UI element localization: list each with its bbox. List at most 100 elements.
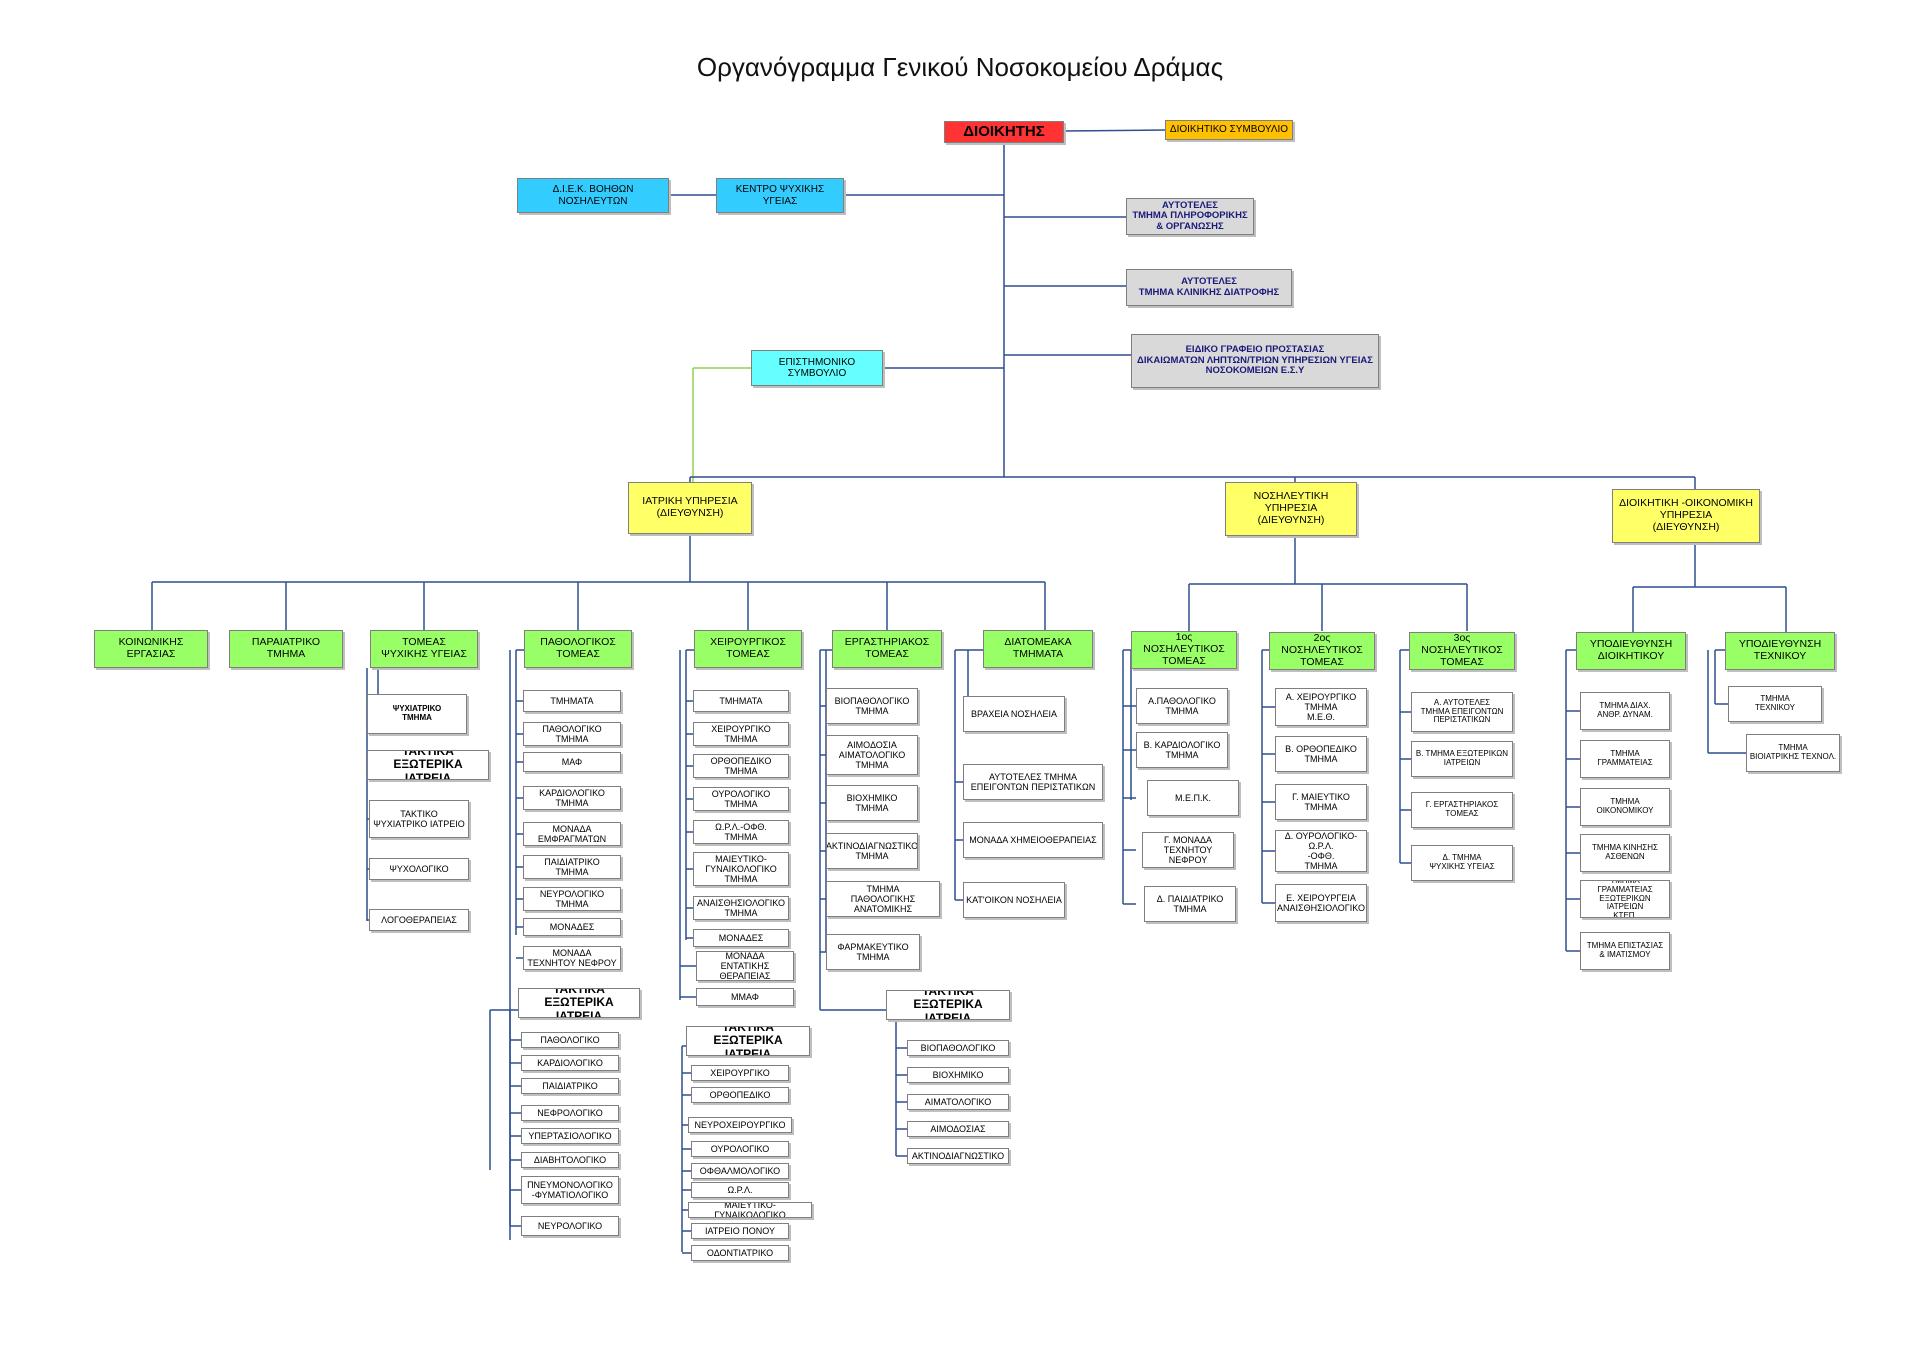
pathology-item[interactable]: ΜΟΝΑΔΑ ΤΕΧΝΗΤΟΥ ΝΕΦΡΟΥ — [523, 946, 621, 970]
pathology-outpatient-item[interactable]: ΠΑΙΔΙΑΤΡΙΚΟ — [521, 1078, 619, 1094]
nursing1-item[interactable]: Γ. ΜΟΝΑΔΑ ΤΕΧΝΗΤΟΥ ΝΕΦΡΟΥ — [1142, 832, 1234, 868]
admin-subdir-item[interactable]: ΤΜΗΜΑ ΓΡΑΜΜΑΤΕΙΑΣ ΕΞΩΤΕΡΙΚΩΝ ΙΑΤΡΕΙΩΝ ΚΤ… — [1580, 880, 1670, 918]
pathology-outpatient-item[interactable]: ΚΑΡΔΙΟΛΟΓΙΚΟ — [521, 1055, 619, 1071]
surgical-item[interactable]: ΧΕΙΡΟΥΡΓΙΚΟ ΤΜΗΜΑ — [693, 722, 789, 746]
nursing1-item[interactable]: Δ. ΠΑΙΔΙΑΤΡΙΚΟ ΤΜΗΜΑ — [1144, 886, 1236, 922]
surgical-item[interactable]: ΤΜΗΜΑΤΑ — [693, 690, 789, 712]
node-nursing-sector-2[interactable]: 2ος ΝΟΣΗΛΕΥΤΙΚΟΣ ΤΟΜΕΑΣ — [1269, 632, 1375, 670]
node-rights-protection-office[interactable]: ΕΙΔΙΚΟ ΓΡΑΦΕΙΟ ΠΡΟΣΤΑΣΙΑΣ ΔΙΚΑΙΩΜΑΤΩΝ ΛΗ… — [1131, 334, 1379, 388]
surgical-outpatient-item[interactable]: ΟΡΘΟΠΕΔΙΚΟ — [691, 1087, 789, 1103]
pathology-outpatient-item[interactable]: ΝΕΥΡΟΛΟΓΙΚΟ — [521, 1216, 619, 1236]
laboratory-item[interactable]: ΒΙΟΧΗΜΙΚΟ ΤΜΗΜΑ — [826, 785, 918, 821]
surgical-item[interactable]: Ω.Ρ.Λ.-ΟΦΘ. ΤΜΗΜΑ — [693, 820, 789, 844]
laboratory-outpatient-item[interactable]: ΑΚΤΙΝΟΔΙΑΓΝΩΣΤΙΚΟ — [907, 1148, 1009, 1164]
admin-subdir-item[interactable]: ΤΜΗΜΑ ΔΙΑΧ. ΑΝΘΡ. ΔΥΝΑΜ. — [1580, 692, 1670, 730]
laboratory-item[interactable]: ΑΚΤΙΝΟΔΙΑΓΝΩΣΤΙΚΟ ΤΜΗΜΑ — [826, 833, 918, 869]
surgical-item[interactable]: ΟΥΡΟΛΟΓΙΚΟ ΤΜΗΜΑ — [693, 787, 789, 811]
admin-subdir-item[interactable]: ΤΜΗΜΑ ΕΠΙΣΤΑΣΙΑΣ & ΙΜΑΤΙΣΜΟΥ — [1580, 932, 1670, 970]
nursing2-item[interactable]: Γ. ΜΑΙΕΥΤΙΚΟ ΤΜΗΜΑ — [1275, 784, 1367, 820]
surgical-item[interactable]: ΜΟΝΑΔΑ ΕΝΤΑΤΙΚΗΣ ΘΕΡΑΠΕΙΑΣ — [696, 951, 794, 981]
laboratory-outpatient-item[interactable]: ΑΙΜΟΔΟΣΙΑΣ — [907, 1121, 1009, 1137]
pathology-item[interactable]: ΠΑΘΟΛΟΓΙΚΟ ΤΜΗΜΑ — [523, 722, 621, 746]
intersectoral-item[interactable]: ΚΑΤ'ΟΙΚΟΝ ΝΟΣΗΛΕΙΑ — [963, 882, 1065, 918]
node-nursing-sector-3[interactable]: 3ος ΝΟΣΗΛΕΥΤΙΚΟΣ ΤΟΜΕΑΣ — [1409, 632, 1515, 670]
surgical-item[interactable]: ΜΑΙΕΥΤΙΚΟ- ΓΥΝΑΙΚΟΛΟΓΙΚΟ ΤΜΗΜΑ — [693, 852, 789, 886]
nursing2-item[interactable]: Ε. ΧΕΙΡΟΥΡΓΕΙΑ ΑΝΑΙΣΘΗΣΙΟΛΟΓΙΚΟ — [1275, 884, 1367, 922]
nursing1-item[interactable]: Β. ΚΑΡΔΙΟΛΟΓΙΚΟ ΤΜΗΜΑ — [1136, 732, 1228, 768]
nursing2-item[interactable]: Δ. ΟΥΡΟΛΟΓΙΚΟ-Ω.Ρ.Λ. -ΟΦΘ. ΤΜΗΜΑ — [1275, 830, 1367, 872]
surgical-item[interactable]: ΜΜΑΦ — [696, 988, 794, 1006]
laboratory-outpatient-item[interactable]: ΒΙΟΠΑΘΟΛΟΓΙΚΟ — [907, 1040, 1009, 1056]
node-medical-service[interactable]: ΙΑΤΡΙΚΗ ΥΠΗΡΕΣΙΑ (ΔΙΕΥΘΥΝΣΗ) — [628, 482, 752, 534]
nursing1-item[interactable]: Α.ΠΑΘΟΛΟΓΙΚΟ ΤΜΗΜΑ — [1136, 688, 1228, 724]
pathology-outpatient-item[interactable]: ΠΑΘΟΛΟΓΙΚΟ — [521, 1032, 619, 1048]
intersectoral-item[interactable]: ΑΥΤΟΤΕΛΕΣ ΤΜΗΜΑ ΕΠΕΙΓΟΝΤΩΝ ΠΕΡΙΣΤΑΤΙΚΩΝ — [963, 764, 1103, 800]
pathology-item[interactable]: ΤΜΗΜΑΤΑ — [523, 690, 621, 712]
intersectoral-item[interactable]: ΒΡΑΧΕΙΑ ΝΟΣΗΛΕΙΑ — [963, 696, 1065, 732]
surgical-outpatient-item[interactable]: ΝΕΥΡΟΧΕΙΡΟΥΡΓΙΚΟ — [688, 1117, 792, 1133]
node-mental-health-center[interactable]: ΚΕΝΤΡΟ ΨΥΧΙΚΗΣ ΥΓΕΙΑΣ — [716, 178, 844, 213]
laboratory-item[interactable]: ΑΙΜΟΔΟΣΙΑ ΑΙΜΑΤΟΛΟΓΙΚΟ ΤΜΗΜΑ — [826, 735, 918, 775]
node-nursing-service[interactable]: ΝΟΣΗΛΕΥΤΙΚΗ ΥΠΗΡΕΣΙΑ (ΔΙΕΥΘΥΝΣΗ) — [1225, 482, 1357, 536]
admin-subdir-item[interactable]: ΤΜΗΜΑ ΟΙΚΟΝΟΜΙΚΟΥ — [1580, 788, 1670, 826]
intersectoral-item[interactable]: ΜΟΝΑΔΑ ΧΗΜΕΙΟΘΕΡΑΠΕΙΑΣ — [963, 822, 1103, 858]
pathology-outpatient-item[interactable]: ΥΠΕΡΤΑΣΙΟΛΟΓΙΚΟ — [521, 1128, 619, 1144]
node-intersectoral-depts[interactable]: ΔΙΑΤΟΜΕΑΚΑ ΤΜΗΜΑΤΑ — [983, 630, 1093, 668]
node-psychiatric-dept[interactable]: ΨΥΧΙΑΤΡΙΚΟ ΤΜΗΜΑ — [367, 694, 467, 734]
pathology-item[interactable]: ΜΟΝΑΔΕΣ — [523, 918, 621, 936]
node-admin-finance-service[interactable]: ΔΙΟΙΚΗΤΙΚΗ -ΟΙΚΟΝΟΜΙΚΗ ΥΠΗΡΕΣΙΑ (ΔΙΕΥΘΥΝ… — [1612, 489, 1760, 543]
nursing3-item[interactable]: Γ. ΕΡΓΑΣΤΗΡΙΑΚΟΣ ΤΟΜΕΑΣ — [1411, 792, 1513, 828]
node-laboratory-sector[interactable]: ΕΡΓΑΣΤΗΡΙΑΚΟΣ ΤΟΜΕΑΣ — [832, 630, 942, 668]
pathology-item[interactable]: ΝΕΥΡΟΛΟΓΙΚΟ ΤΜΗΜΑ — [523, 887, 621, 911]
surgical-outpatient-item[interactable]: ΙΑΤΡΕΙΟ ΠΟΝΟΥ — [691, 1223, 789, 1239]
node-paramedical-dept[interactable]: ΠΑΡΑΙΑΤΡΙΚΟ ΤΜΗΜΑ — [229, 630, 343, 668]
surgical-outpatient-item[interactable]: Ω.Ρ.Λ. — [691, 1182, 789, 1198]
laboratory-outpatient-item[interactable]: ΑΙΜΑΤΟΛΟΓΙΚΟ — [907, 1094, 1009, 1110]
nursing2-item[interactable]: Β. ΟΡΘΟΠΕΔΙΚΟ ΤΜΗΜΑ — [1275, 736, 1367, 772]
node-nursing-sector-1[interactable]: 1ος ΝΟΣΗΛΕΥΤΙΚΟΣ ΤΟΜΕΑΣ — [1131, 631, 1237, 669]
node-diek[interactable]: Δ.Ι.Ε.Κ. ΒΟΗΘΩΝ ΝΟΣΗΛΕΥΤΩΝ — [517, 178, 669, 213]
nursing1-item[interactable]: Μ.Ε.Π.Κ. — [1147, 780, 1239, 816]
nursing3-item[interactable]: Β. ΤΜΗΜΑ ΕΞΩΤΕΡΙΚΩΝ ΙΑΤΡΕΙΩΝ — [1411, 741, 1513, 777]
pathology-outpatient-item[interactable]: ΠΝΕΥΜΟΝΟΛΟΓΙΚΟ -ΦΥΜΑΤΙΟΛΟΓΙΚΟ — [521, 1176, 619, 1204]
node-social-work[interactable]: ΚΟΙΝΩΝΙΚΗΣ ΕΡΓΑΣΙΑΣ — [94, 630, 208, 668]
surgical-item[interactable]: ΟΡΘΟΠΕΔΙΚΟ ΤΜΗΜΑ — [693, 754, 789, 778]
pathology-item[interactable]: ΜΟΝΑΔΑ ΕΜΦΡΑΓΜΑΤΩΝ — [523, 822, 621, 846]
surgical-outpatient-item[interactable]: ΟΥΡΟΛΟΓΙΚΟ — [691, 1141, 789, 1157]
mental-health-outpatient-item[interactable]: ΛΟΓΟΘΕΡΑΠΕΙΑΣ — [369, 909, 469, 931]
technical-subdir-item[interactable]: ΤΜΗΜΑ ΤΕΧΝΙΚΟΥ — [1728, 686, 1822, 722]
node-informatics-dept[interactable]: ΑΥΤΟΤΕΛΕΣ ΤΜΗΜΑ ΠΛΗΡΟΦΟΡΙΚΗΣ & ΟΡΓΑΝΩΣΗΣ — [1126, 198, 1254, 235]
node-mental-health-sector[interactable]: ΤΟΜΕΑΣ ΨΥΧΙΚΗΣ ΥΓΕΙΑΣ — [370, 630, 478, 668]
nursing2-item[interactable]: Α. ΧΕΙΡΟΥΡΓΙΚΟ ΤΜΗΜΑ Μ.Ε.Θ. — [1275, 688, 1367, 726]
laboratory-outpatient-item[interactable]: ΒΙΟΧΗΜΙΚΟ — [907, 1067, 1009, 1083]
admin-subdir-item[interactable]: ΤΜΗΜΑ ΚΙΝΗΣΗΣ ΑΣΘΕΝΩΝ — [1580, 834, 1670, 872]
surgical-outpatient-item[interactable]: ΟΦΘΑΛΜΟΛΟΓΙΚΟ — [691, 1163, 789, 1179]
node-director[interactable]: ΔΙΟΙΚΗΤΗΣ — [944, 121, 1064, 143]
mental-health-outpatient-item[interactable]: ΨΥΧΟΛΟΓΙΚΟ — [369, 858, 469, 880]
node-board-of-directors[interactable]: ΔΙΟΙΚΗΤΙΚΟ ΣΥΜΒΟΥΛΙΟ — [1165, 120, 1293, 140]
pathology-outpatient-item[interactable]: ΔΙΑΒΗΤΟΛΟΓΙΚΟ — [521, 1152, 619, 1168]
node-clinical-nutrition-dept[interactable]: ΑΥΤΟΤΕΛΕΣ ΤΜΗΜΑ ΚΛΙΝΙΚΗΣ ΔΙΑΤΡΟΦΗΣ — [1126, 269, 1292, 306]
node-surgical-sector[interactable]: ΧΕΙΡΟΥΡΓΙΚΟΣ ΤΟΜΕΑΣ — [694, 630, 802, 668]
mental-health-outpatient-item[interactable]: ΤΑΚΤΙΚΟ ΨΥΧΙΑΤΡΙΚΟ ΙΑΤΡΕΙΟ — [369, 800, 469, 838]
pathology-item[interactable]: ΜΑΦ — [523, 752, 621, 772]
nursing3-item[interactable]: Δ. ΤΜΗΜΑ ΨΥΧΙΚΗΣ ΥΓΕΙΑΣ — [1411, 845, 1513, 881]
surgical-outpatient-item[interactable]: ΧΕΙΡΟΥΡΓΙΚΟ — [691, 1065, 789, 1081]
pathology-item[interactable]: ΠΑΙΔΙΑΤΡΙΚΟ ΤΜΗΜΑ — [523, 855, 621, 879]
laboratory-item[interactable]: ΒΙΟΠΑΘΟΛΟΓΙΚΟ ΤΜΗΜΑ — [826, 688, 918, 724]
node-pathology-sector[interactable]: ΠΑΘΟΛΟΓΙΚΟΣ ΤΟΜΕΑΣ — [524, 630, 632, 668]
surgical-item[interactable]: ΑΝΑΙΣΘΗΣΙΟΛΟΓΙΚΟ ΤΜΗΜΑ — [693, 896, 789, 920]
surgical-item[interactable]: ΜΟΝΑΔΕΣ — [693, 929, 789, 947]
surgical-outpatient-item[interactable]: ΟΔΟΝΤΙΑΤΡΙΚΟ — [691, 1245, 789, 1261]
node-admin-subdirectorate[interactable]: ΥΠΟΔΙΕΥΘΥΝΣΗ ΔΙΟΙΚΗΤΙΚΟΥ — [1576, 632, 1686, 670]
pathology-item[interactable]: ΚΑΡΔΙΟΛΟΓΙΚΟ ΤΜΗΜΑ — [523, 786, 621, 810]
node-technical-subdirectorate[interactable]: ΥΠΟΔΙΕΥΘΥΝΣΗ ΤΕΧΝΙΚΟΥ — [1725, 632, 1835, 670]
nursing3-item[interactable]: Α. ΑΥΤΟΤΕΛΕΣ ΤΜΗΜΑ ΕΠΕΙΓΟΝΤΩΝ ΠΕΡΙΣΤΑΤΙΚ… — [1411, 692, 1513, 732]
surgical-outpatient-item[interactable]: ΜΑΙΕΥΤΙΚΟ-ΓΥΝΑΙΚΟΛΟΓΙΚΟ — [688, 1202, 812, 1218]
node-scientific-board[interactable]: ΕΠΙΣΤΗΜΟΝΙΚΟ ΣΥΜΒΟΥΛΙΟ — [751, 350, 883, 386]
pathology-outpatient-item[interactable]: ΝΕΦΡΟΛΟΓΙΚΟ — [521, 1105, 619, 1121]
laboratory-item[interactable]: ΦΑΡΜΑΚΕΥΤΙΚΟ ΤΜΗΜΑ — [826, 934, 920, 970]
laboratory-item[interactable]: ΤΜΗΜΑ ΠΑΘΟΛΟΓΙΚΗΣ ΑΝΑΤΟΜΙΚΗΣ — [826, 881, 940, 917]
technical-subdir-item[interactable]: ΤΜΗΜΑ ΒΙΟΙΑΤΡΙΚΗΣ ΤΕΧΝΟΛ. — [1746, 734, 1840, 772]
admin-subdir-item[interactable]: ΤΜΗΜΑ ΓΡΑΜΜΑΤΕΙΑΣ — [1580, 740, 1670, 778]
